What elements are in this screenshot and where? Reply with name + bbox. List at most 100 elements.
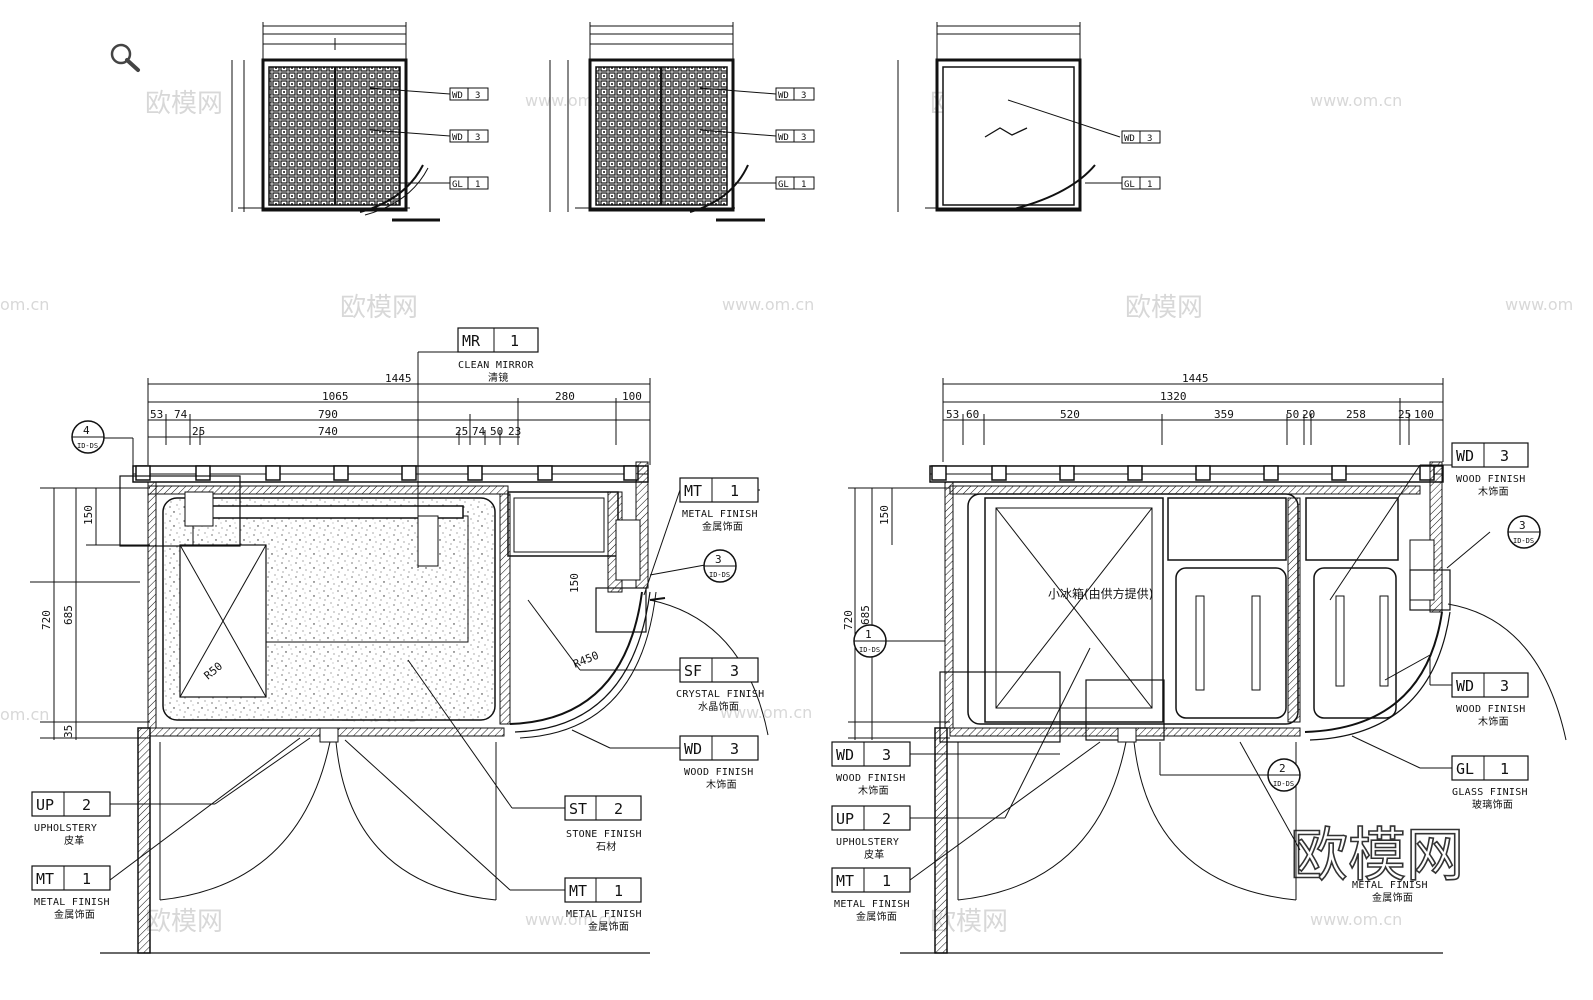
callout-2[interactable]: 2 ID-DS (1267, 758, 1301, 792)
material-tag-wd[interactable]: WD 3 WOOD FINISH 木饰面 (679, 735, 759, 791)
watermark-url: www.om (1505, 295, 1573, 314)
watermark-url: www.om.cn (720, 703, 812, 722)
tag-num: 2 (82, 796, 91, 814)
material-tag-up[interactable]: UP 2 UPHOLSTERY 皮革 (31, 791, 111, 847)
fridge-note: 小冰箱(由供方提供) (1048, 586, 1153, 601)
dim-790: 790 (318, 408, 338, 421)
tag-num: 1 (510, 332, 519, 350)
tag-num: 3 (801, 133, 806, 143)
dim-280: 280 (555, 390, 575, 403)
material-tag-wd[interactable]: WD 3 WOOD FINISH 木饰面 (1451, 672, 1529, 728)
tag-caption-en: METAL FINISH (566, 909, 642, 920)
tag-code: ST (569, 800, 587, 818)
dim-20: 20 (1302, 408, 1315, 421)
tag-code: WD (1124, 134, 1135, 144)
tag-num: 1 (1500, 760, 1509, 778)
dim-359: 359 (1214, 408, 1234, 421)
dim-74b: 74 (472, 425, 486, 438)
watermark-url: www.om.cn (1310, 910, 1402, 929)
elevation-3 (897, 22, 1121, 212)
dim-100: 100 (1414, 408, 1434, 421)
dim-r450: R450 (571, 649, 600, 671)
tag-num: 3 (1147, 134, 1152, 144)
callout-sheet: ID-DS (709, 571, 730, 579)
callout-1[interactable]: 1 ID-DS (853, 624, 887, 658)
material-tag: GL 1 (400, 176, 489, 190)
tag-code: MT (569, 882, 587, 900)
watermark-url: www.om.cn (525, 91, 617, 110)
dim-23: 23 (508, 425, 521, 438)
material-tag-wd[interactable]: WD 3 WOOD FINISH 木饰面 (831, 741, 911, 797)
dim-25: 25 (1398, 408, 1411, 421)
tag-code: MR (462, 332, 481, 350)
right-floor-plan: 1445 1320 53 60 520 359 50 20 258 25 100… (831, 372, 1567, 954)
callout-3[interactable]: 3 ID-DS (1507, 515, 1541, 549)
tag-caption-zh: 清镜 (488, 371, 509, 384)
material-tag-mt[interactable]: MT 1 METAL FINISH 金属饰面 (679, 477, 759, 533)
dim-150b: 150 (568, 573, 581, 593)
dim-53: 53 (946, 408, 959, 421)
callout-3[interactable]: 3 ID-DS (703, 549, 737, 583)
tag-num: 1 (1147, 180, 1152, 190)
dim-740: 740 (318, 425, 338, 438)
material-tag-mr[interactable]: MR 1 CLEAN MIRROR 清镜 (457, 327, 539, 384)
material-tag: WD 3 (369, 129, 489, 143)
material-tag: WD 3 (369, 87, 489, 101)
callout-sheet: ID-DS (1273, 780, 1294, 788)
material-tag: WD 3 (699, 87, 815, 101)
tag-num: 1 (801, 180, 806, 190)
dim-100: 100 (622, 390, 642, 403)
tag-code: WD (452, 91, 463, 101)
tag-caption-en: METAL FINISH (1352, 880, 1428, 891)
material-tag-mt[interactable]: MT 1 METAL FINISH 金属饰面 (831, 867, 911, 923)
tag-code: MT (836, 872, 854, 890)
callout-number: 4 (83, 424, 90, 437)
material-tag-mt[interactable]: MT 1 METAL FINISH 金属饰面 (31, 865, 111, 921)
material-tag-wd[interactable]: WD 3 WOOD FINISH 木饰面 (1451, 442, 1529, 498)
tag-num: 2 (882, 810, 891, 828)
tag-num: 1 (614, 882, 623, 900)
dim-overall: 1445 (385, 372, 412, 385)
watermark-brand: 欧模网 (145, 89, 223, 119)
callout-number: 3 (1519, 519, 1526, 532)
material-tag-up[interactable]: UP 2 UPHOLSTERY 皮革 (831, 805, 911, 861)
tag-caption-en: GLASS FINISH (1452, 787, 1528, 798)
material-tag-gl[interactable]: GL 1 GLASS FINISH 玻璃饰面 (1451, 755, 1529, 811)
tag-caption-en: CRYSTAL FINISH (676, 689, 765, 700)
watermark-url: om.cn (0, 705, 49, 724)
tag-caption-zh: 水晶饰面 (698, 700, 739, 713)
tag-num: 3 (882, 746, 891, 764)
material-tag: WD 3 (1121, 130, 1161, 144)
tag-num: 3 (475, 91, 480, 101)
tag-caption-zh: 金属饰面 (588, 920, 629, 933)
tag-caption-en: UPHOLSTERY (836, 837, 899, 848)
magnifier-icon[interactable] (110, 43, 140, 72)
material-tag-mt[interactable]: MT 1 METAL FINISH 金属饰面 (564, 877, 642, 933)
tag-num: 3 (1500, 447, 1509, 465)
tag-num: 3 (801, 91, 806, 101)
material-tag-sf[interactable]: SF 3 CRYSTAL FINISH 水晶饰面 (676, 657, 765, 713)
tag-caption-en: METAL FINISH (682, 509, 758, 520)
tag-code: SF (684, 662, 702, 680)
tag-code: WD (836, 746, 854, 764)
watermark-url: www.om.cn (525, 910, 617, 929)
tag-caption-zh: 皮革 (864, 848, 885, 861)
tag-caption-zh: 皮革 (64, 834, 85, 847)
tag-caption-zh: 金属饰面 (702, 520, 743, 533)
material-tag-st[interactable]: ST 2 STONE FINISH 石材 (564, 795, 642, 853)
material-tag: GL 1 (735, 176, 815, 190)
tag-code: WD (452, 133, 463, 143)
tag-caption-zh: 金属饰面 (1372, 891, 1413, 904)
tag-caption-zh: 金属饰面 (54, 908, 95, 921)
watermark-brand: 欧模网 (340, 293, 418, 323)
tag-code: WD (778, 133, 789, 143)
dim-685: 685 (859, 605, 872, 625)
elevation-tags: WD 3 WD 3 GL 1 WD 3 WD (369, 87, 1161, 190)
tag-num: 3 (730, 662, 739, 680)
tag-caption-zh: 木饰面 (1478, 485, 1509, 498)
callout-4[interactable]: 4 ID-DS (71, 420, 105, 454)
dim-1320: 1320 (1160, 390, 1187, 403)
watermark-brand: 欧模网 (145, 907, 223, 937)
watermark-url: www.om.cn (722, 295, 814, 314)
dim-74: 74 (174, 408, 188, 421)
